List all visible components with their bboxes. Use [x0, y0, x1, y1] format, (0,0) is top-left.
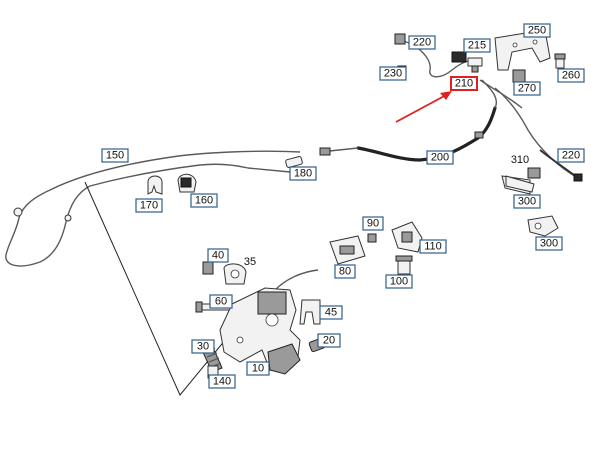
- callout-label-310: 310: [511, 154, 529, 166]
- callout-label-250[interactable]: 250: [523, 23, 551, 38]
- svg-text:170: 170: [140, 200, 158, 212]
- callout-label-300b[interactable]: 300: [535, 236, 563, 251]
- callout-label-220b[interactable]: 220: [557, 148, 585, 163]
- svg-text:45: 45: [325, 307, 337, 319]
- callout-label-30[interactable]: 30: [191, 339, 215, 354]
- svg-text:140: 140: [213, 376, 231, 388]
- svg-text:215: 215: [468, 40, 486, 52]
- callout-label-210[interactable]: 210: [450, 76, 478, 91]
- callout-label-180[interactable]: 180: [289, 166, 317, 181]
- callout-label-35: 35: [244, 256, 256, 268]
- svg-text:30: 30: [197, 341, 209, 353]
- part-250-bracket: [494, 29, 551, 71]
- part-35-clip: [223, 263, 247, 285]
- cable-220-top: [394, 33, 479, 78]
- callout-label-230[interactable]: 230: [379, 66, 407, 81]
- part-10-pedal-assembly: [219, 287, 301, 375]
- callout-label-270[interactable]: 270: [513, 81, 541, 96]
- callout-label-90[interactable]: 90: [362, 216, 384, 231]
- part-180-cable-connector: [285, 156, 303, 168]
- callout-label-215[interactable]: 215: [463, 38, 491, 53]
- svg-text:35: 35: [244, 256, 256, 268]
- part-80-bracket: [329, 235, 366, 265]
- part-45-bracket: [299, 299, 321, 325]
- cable-270: [479, 79, 523, 109]
- part-215-bolt: [467, 57, 483, 73]
- part-90-screw: [367, 233, 377, 243]
- callout-label-60[interactable]: 60: [209, 294, 233, 309]
- callout-label-20[interactable]: 20: [317, 333, 341, 348]
- part-110-bracket: [391, 221, 423, 253]
- svg-text:90: 90: [367, 218, 379, 230]
- svg-text:20: 20: [323, 335, 335, 347]
- callout-label-110[interactable]: 110: [419, 239, 447, 254]
- svg-text:220: 220: [413, 37, 431, 49]
- svg-text:220: 220: [562, 150, 580, 162]
- cable-200-main: [319, 79, 497, 162]
- svg-text:230: 230: [384, 68, 402, 80]
- svg-text:80: 80: [339, 266, 351, 278]
- part-40-screw: [202, 261, 214, 275]
- highlight-arrow: [395, 91, 452, 123]
- callout-label-150[interactable]: 150: [101, 148, 129, 163]
- svg-text:150: 150: [106, 150, 124, 162]
- part-270-nut: [512, 69, 526, 83]
- svg-text:260: 260: [562, 70, 580, 82]
- callout-label-300a[interactable]: 300: [513, 194, 541, 209]
- callout-label-100[interactable]: 100: [385, 274, 413, 289]
- cable-150-long-front: [5, 150, 301, 267]
- callout-label-10[interactable]: 10: [246, 361, 270, 376]
- svg-text:110: 110: [424, 241, 442, 253]
- callout-label-45[interactable]: 45: [319, 305, 343, 320]
- svg-text:180: 180: [294, 168, 312, 180]
- svg-text:300: 300: [540, 238, 558, 250]
- callout-label-160[interactable]: 160: [190, 193, 218, 208]
- callout-label-260[interactable]: 260: [557, 68, 585, 83]
- svg-text:300: 300: [518, 196, 536, 208]
- svg-text:270: 270: [518, 83, 536, 95]
- callout-label-40[interactable]: 40: [207, 248, 229, 263]
- part-300b-clamp: [527, 215, 559, 237]
- cable-220-right: [494, 87, 583, 182]
- callout-label-140[interactable]: 140: [208, 374, 236, 389]
- svg-text:250: 250: [528, 25, 546, 37]
- callout-label-170[interactable]: 170: [135, 198, 163, 213]
- callout-label-220a[interactable]: 220: [408, 35, 436, 50]
- part-260-bolt: [554, 53, 566, 69]
- part-300a-bracket: [505, 175, 535, 193]
- svg-text:40: 40: [212, 250, 224, 262]
- svg-text:160: 160: [195, 195, 213, 207]
- callout-label-80[interactable]: 80: [334, 264, 356, 279]
- svg-text:10: 10: [252, 363, 264, 375]
- part-100-bolt: [395, 255, 413, 275]
- part-170-clip: [147, 175, 163, 195]
- svg-text:60: 60: [215, 296, 227, 308]
- svg-text:200: 200: [431, 152, 449, 164]
- callout-label-200[interactable]: 200: [426, 150, 454, 165]
- svg-text:210: 210: [455, 78, 473, 90]
- part-160-clip: [177, 173, 197, 193]
- svg-text:310: 310: [511, 154, 529, 166]
- svg-text:100: 100: [390, 276, 408, 288]
